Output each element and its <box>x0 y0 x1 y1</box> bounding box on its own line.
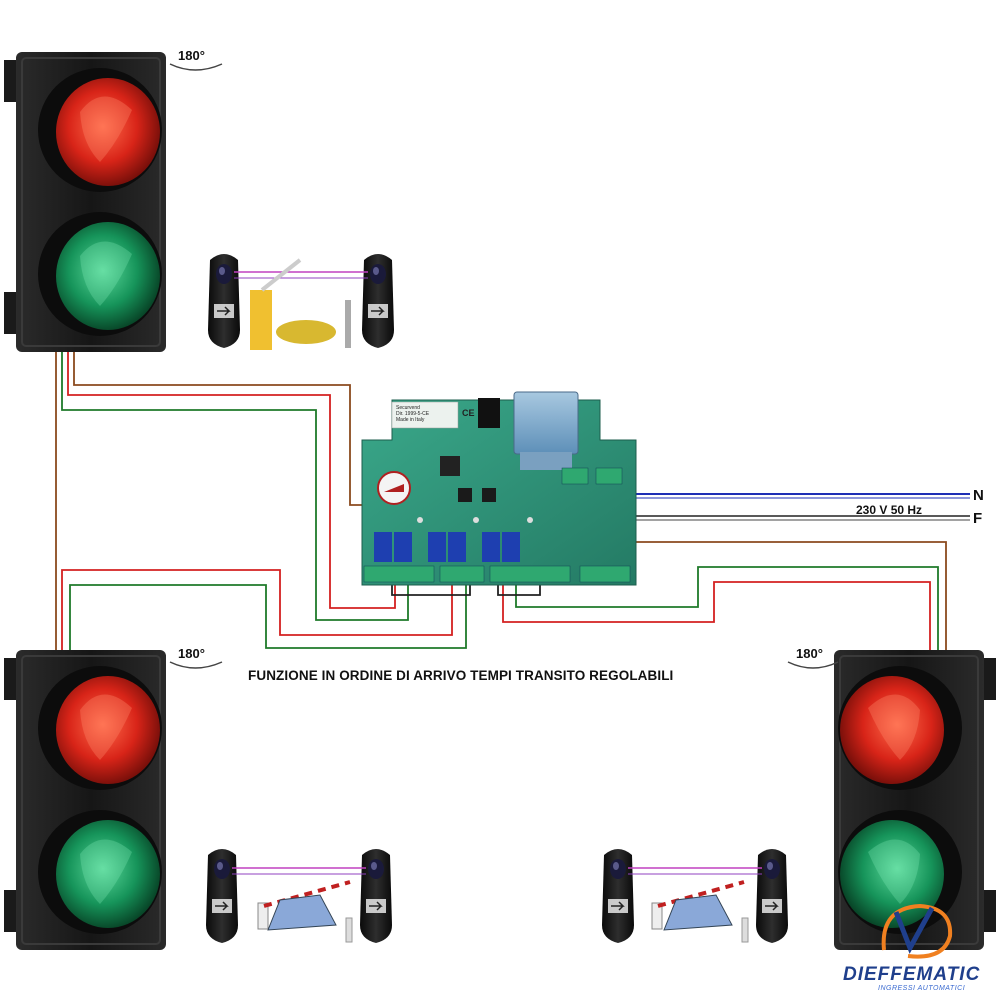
dieffematic-logo-icon <box>881 903 953 959</box>
terminal-n-label: N <box>973 487 984 504</box>
diagram-caption: FUNZIONE IN ORDINE DI ARRIVO TEMPI TRANS… <box>248 668 674 683</box>
wire-red-left <box>61 569 453 660</box>
rotation-label-bottom-left: 180° <box>178 646 205 661</box>
power-label: 230 V 50 Hz <box>856 503 923 517</box>
brand-name: DIEFFEMATIC <box>843 964 981 985</box>
board-label-line3: Made in Italy <box>396 417 425 423</box>
photocell-scene-bottom-right <box>601 848 789 944</box>
wire-green-left <box>69 580 467 660</box>
board-label: Securvend Dir. 1999-5-CE Made in Italy <box>396 405 429 423</box>
wire-red-top <box>67 352 396 609</box>
board-label-line1: Securvend <box>396 405 420 411</box>
wire-brown-top <box>73 352 395 506</box>
control-board <box>361 391 637 586</box>
rotation-label-top: 180° <box>178 48 205 63</box>
wire-green-top <box>61 352 409 621</box>
brand-tagline: INGRESSI AUTOMATICI <box>878 985 966 992</box>
wire-brown-right <box>620 519 947 660</box>
terminal-f-label: F <box>973 510 983 527</box>
photocell-scene-top <box>207 253 395 350</box>
wire-green-right <box>515 566 939 660</box>
traffic-light-top-left <box>3 51 167 353</box>
wire-red-right <box>502 580 931 660</box>
wire-blue-n <box>611 470 970 495</box>
photocell-scene-bottom-left <box>205 848 393 944</box>
traffic-light-bottom-left <box>3 649 167 951</box>
rotation-arrow-icon <box>169 63 839 669</box>
rotation-label-bottom-right: 180° <box>796 646 823 661</box>
board-label-line2: Dir. 1999-5-CE <box>396 411 430 417</box>
ce-mark: CE <box>462 408 475 418</box>
